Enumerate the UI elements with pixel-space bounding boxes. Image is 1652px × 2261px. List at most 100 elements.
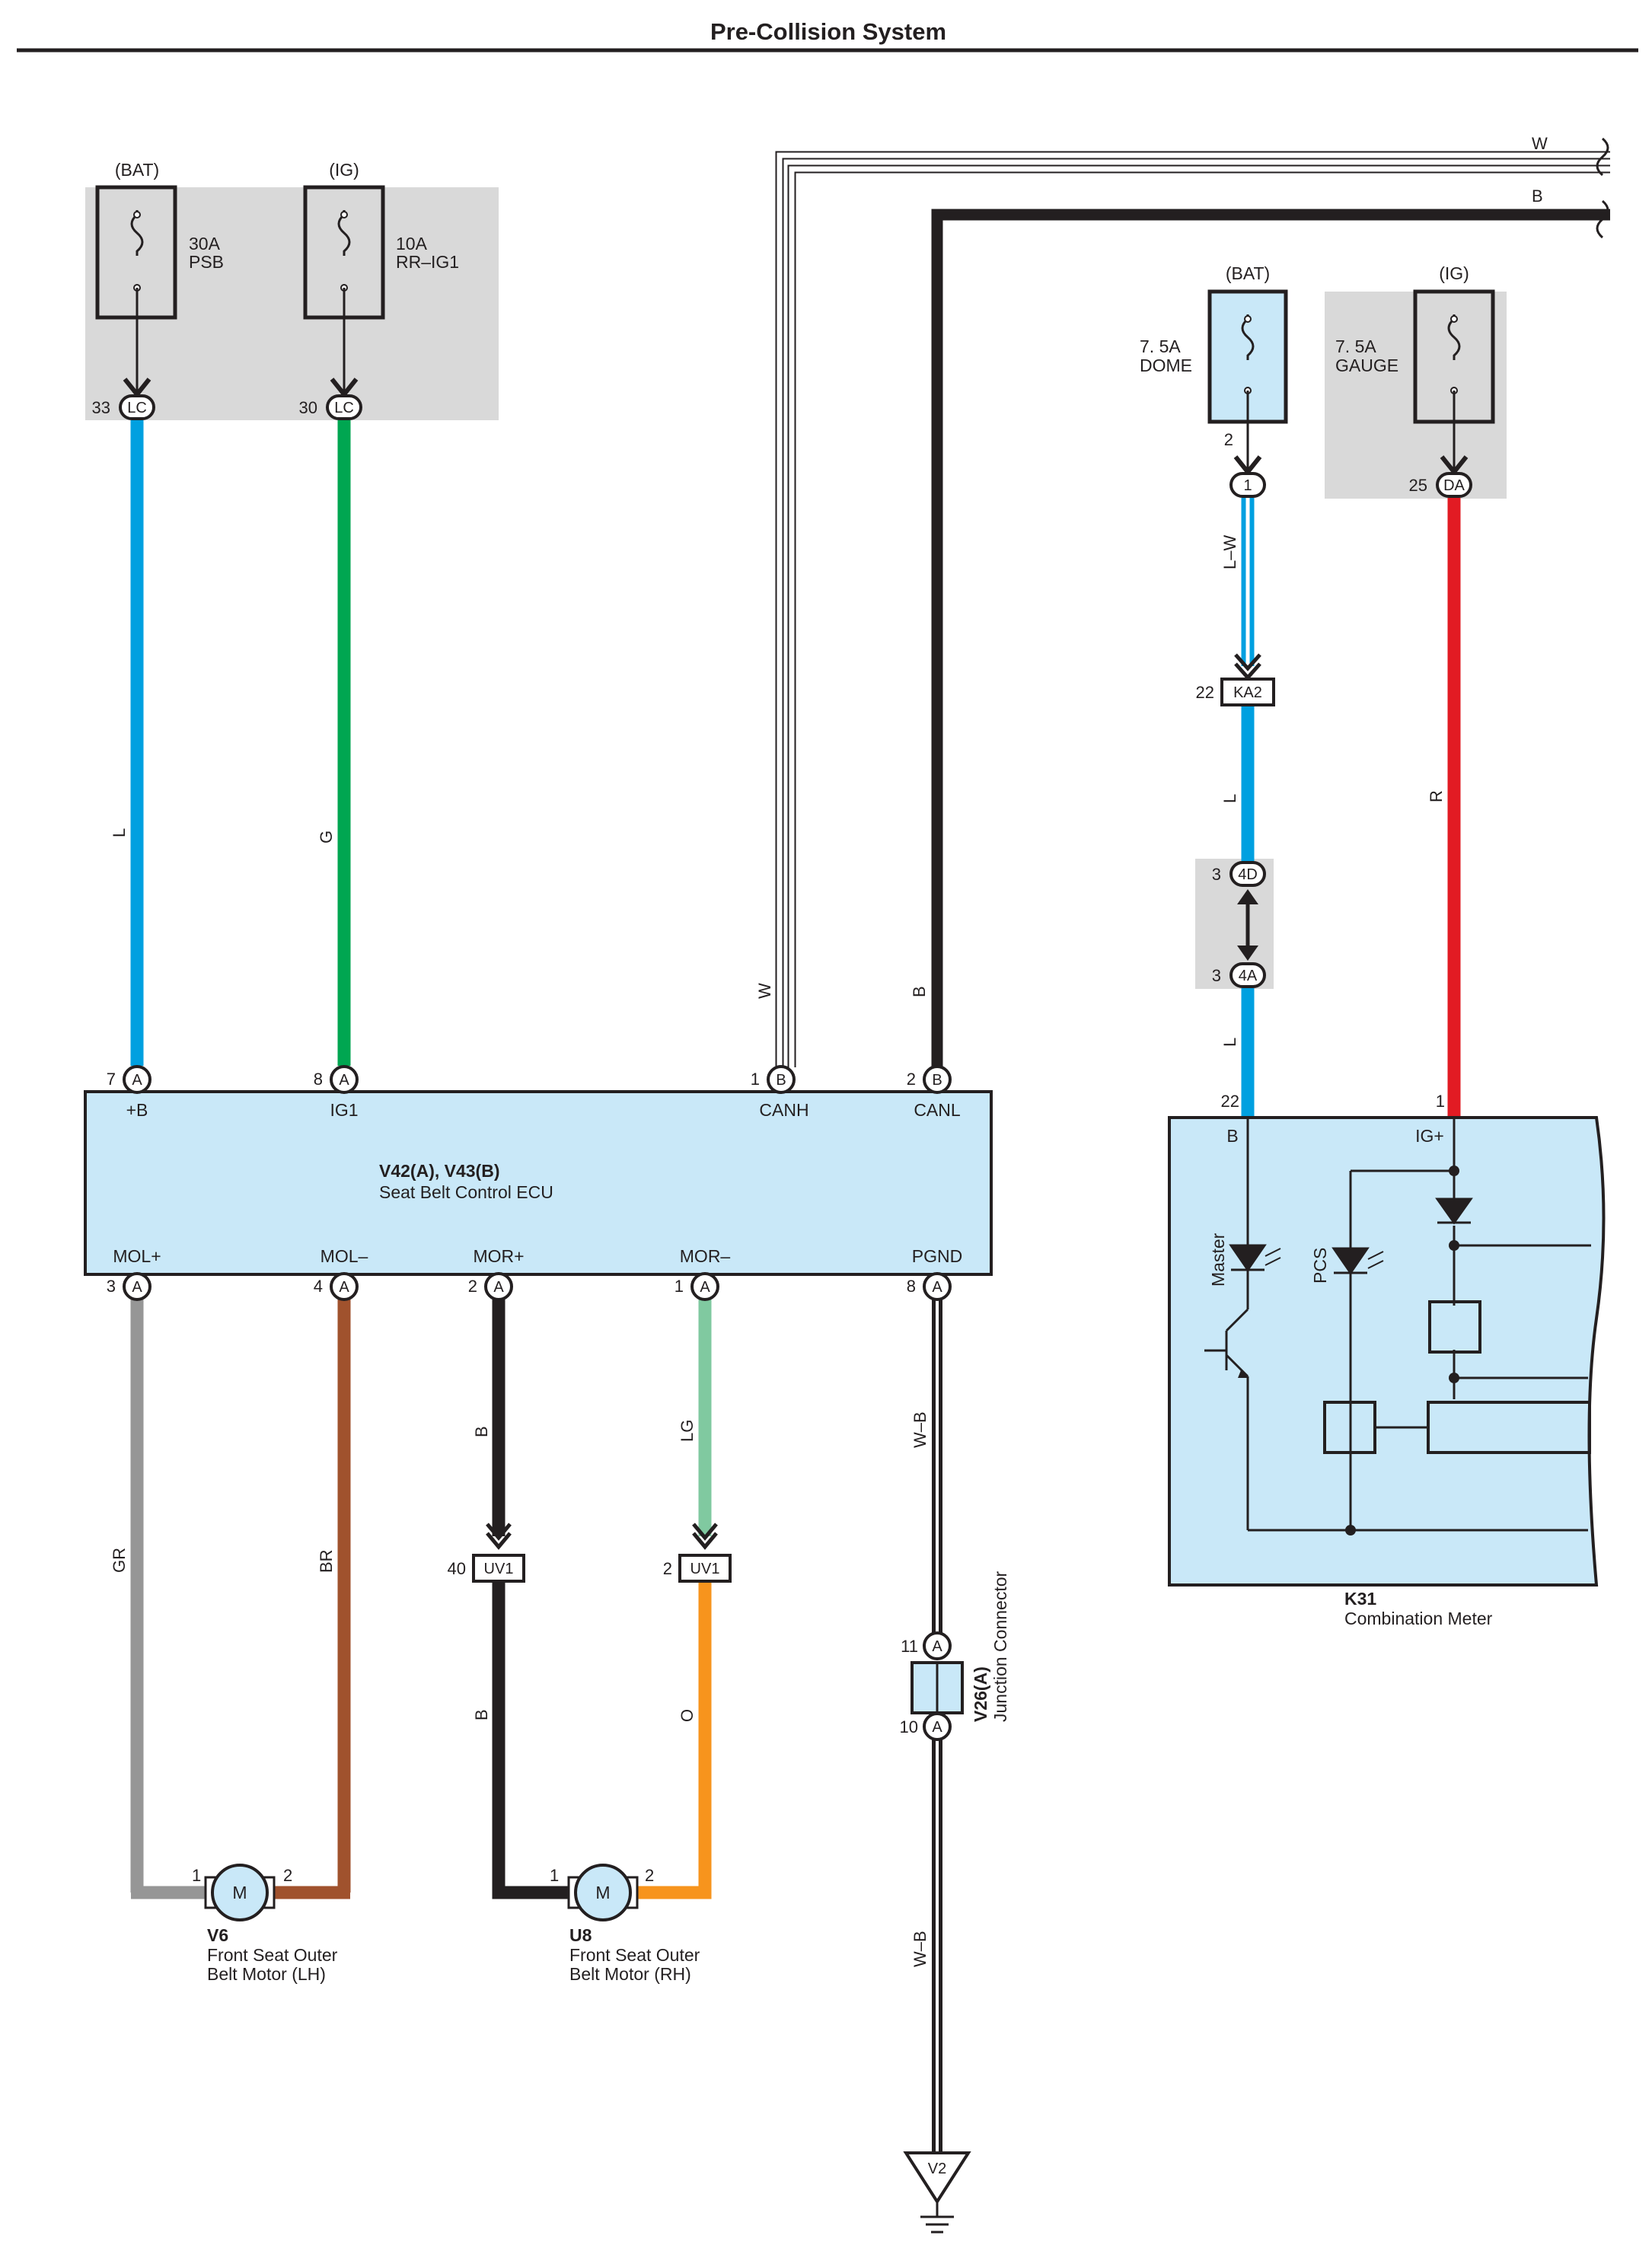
meter-pin-b-label: B (1226, 1126, 1238, 1146)
connector-da (1436, 472, 1472, 498)
ecu-top-pin-conn: A (132, 1072, 142, 1089)
connector-4d (1229, 861, 1266, 887)
wire-label-b-canl: B (910, 986, 929, 997)
meter-relay-coil (1428, 1300, 1481, 1354)
fuse-dome-name: DOME (1140, 356, 1192, 375)
wire-label-g-ig: G (317, 831, 336, 843)
ecu-top-pin-conn: A (339, 1072, 349, 1089)
fuse-rrig1-source: (IG) (329, 160, 359, 180)
connector-da-code: DA (1443, 477, 1465, 494)
ecu-top-pin-label: IG1 (330, 1100, 358, 1120)
motor-lh: M (204, 1864, 276, 1921)
ecu-bottom-pin-label: MOR+ (473, 1246, 524, 1266)
meter-id: K31 (1344, 1589, 1376, 1609)
ecu-description: Seat Belt Control ECU (379, 1182, 553, 1202)
connector-da-pin: 25 (1409, 476, 1427, 495)
led-pcs-label: PCS (1310, 1248, 1330, 1284)
ecu-top-pin-conn: B (776, 1072, 786, 1089)
wire-label-b-uv1: B (472, 1709, 491, 1720)
connector-uv1-b-pin: 40 (448, 1559, 466, 1578)
wire-label-wb1: W–B (911, 1411, 930, 1448)
ecu-top-pin: B 1 CANH (751, 1065, 809, 1120)
ecu-bottom-pin-label: MOL– (321, 1246, 368, 1266)
fuse-dome-pin: 2 (1224, 430, 1233, 449)
wire-label-o-uv1: O (678, 1709, 697, 1722)
ecu-top-pin-label: CANL (914, 1100, 961, 1120)
wire-label-l-ka2: L (1220, 794, 1239, 803)
junction-pin-top: 11 (901, 1637, 918, 1656)
ecu-bottom-pin-conn: A (132, 1279, 142, 1296)
fuse-psb-amp: 30A (189, 234, 221, 254)
wire-o-uv1 (632, 1583, 712, 1899)
connector-ka2-code: KA2 (1233, 684, 1262, 701)
wire-break-mark-w (1596, 137, 1609, 177)
connector-4a-pin: 3 (1212, 966, 1221, 985)
combination-meter (1168, 1116, 1606, 1587)
meter-relay-left (1323, 1401, 1376, 1454)
ecu-bottom-pin-label: MOR– (680, 1246, 731, 1266)
connector-lc-psb (119, 394, 155, 420)
wire-label-b-top: B (1532, 187, 1543, 206)
meter-relay-right (1427, 1401, 1591, 1454)
ecu-bottom-pin-conn: A (932, 1279, 942, 1296)
meter-name: Combination Meter (1344, 1609, 1493, 1628)
ecu-bottom-pin-num: 8 (907, 1277, 916, 1296)
ecu-top-pin-label: CANH (759, 1100, 808, 1120)
diode-icon (1435, 1197, 1473, 1225)
wire-label-w-canh: W (755, 983, 774, 999)
motor-lh-line1: Front Seat Outer (207, 1945, 338, 1965)
led-pcs-icon (1331, 1247, 1370, 1275)
meter-pin-b-num: 22 (1221, 1092, 1239, 1111)
arrow-down-icon (692, 1523, 718, 1550)
fuse-rrig1-amp: 10A (396, 234, 428, 254)
connector-uv1-b-code: UV1 (484, 1561, 514, 1577)
connector-4d-code: 4D (1238, 866, 1258, 883)
connector-uv1-o-code: UV1 (690, 1561, 720, 1577)
wire-label-r-gauge: R (1427, 790, 1446, 802)
arrow-down-icon (486, 1523, 512, 1550)
ecu-bottom-pin-conn: A (339, 1279, 349, 1296)
motor-rh-line1: Front Seat Outer (569, 1945, 700, 1965)
led-pcs-rays-icon (1367, 1251, 1384, 1269)
connector-4a (1229, 962, 1266, 988)
transistor-arrow-icon (1238, 1370, 1249, 1378)
connector-uv1-o (678, 1554, 732, 1583)
wire-label-w-top: W (1532, 134, 1548, 153)
fuse-psb-name: PSB (189, 252, 224, 272)
wire-label-wb2: W–B (911, 1931, 930, 1967)
motor-rh-pin1: 1 (550, 1866, 559, 1885)
ground-id: V2 (928, 2161, 946, 2177)
ecu-top-pin-num: 1 (751, 1070, 760, 1089)
page-title: Pre-Collision System (710, 18, 946, 45)
ecu-top-pin: B 2 CANL (907, 1065, 961, 1120)
connector-dome-1 (1229, 472, 1266, 498)
wire-label-l-4a: L (1220, 1038, 1239, 1047)
wire-label-l-psb: L (110, 828, 129, 837)
ecu-top-pin: A 8 IG1 (314, 1065, 359, 1120)
ecu-top-pin-num: 8 (314, 1070, 323, 1089)
meter-pin-ig-label: IG+ (1415, 1126, 1444, 1146)
ecu-bottom-pin: A 8 PGND (907, 1246, 962, 1301)
connector-ka2 (1220, 678, 1275, 706)
b-wire-canl (931, 209, 1610, 1067)
fuse-dome-source: (BAT) (1226, 263, 1270, 283)
connector-lc-ig-code: LC (334, 400, 354, 416)
connector-lc-ig-pin: 30 (299, 398, 317, 417)
junction-name: V26(A) (971, 1666, 990, 1722)
connector-dome-1-code: 1 (1243, 477, 1252, 494)
motor-lh-id: V6 (207, 1925, 228, 1945)
ecu-top-pin-num: 2 (907, 1070, 916, 1089)
wire-label-b-mor: B (472, 1426, 491, 1437)
meter-pin-ig-num: 1 (1436, 1092, 1445, 1111)
ecu-top-pin-label: +B (126, 1100, 148, 1120)
connector-lc-psb-code: LC (127, 400, 147, 416)
motor-lh-pin2: 2 (283, 1866, 292, 1885)
wire-label-lg: LG (678, 1420, 697, 1442)
ecu-bottom-pin-conn: A (700, 1279, 710, 1296)
meter-internal-circuit (1204, 1119, 1591, 1532)
junction-conn-top: A (932, 1638, 942, 1655)
seat-belt-control-ecu (84, 1090, 993, 1276)
fuse-gauge-amp: 7. 5A (1335, 336, 1376, 356)
motor-rh: M (567, 1864, 639, 1921)
motor-rh-symbol: M (595, 1883, 610, 1902)
